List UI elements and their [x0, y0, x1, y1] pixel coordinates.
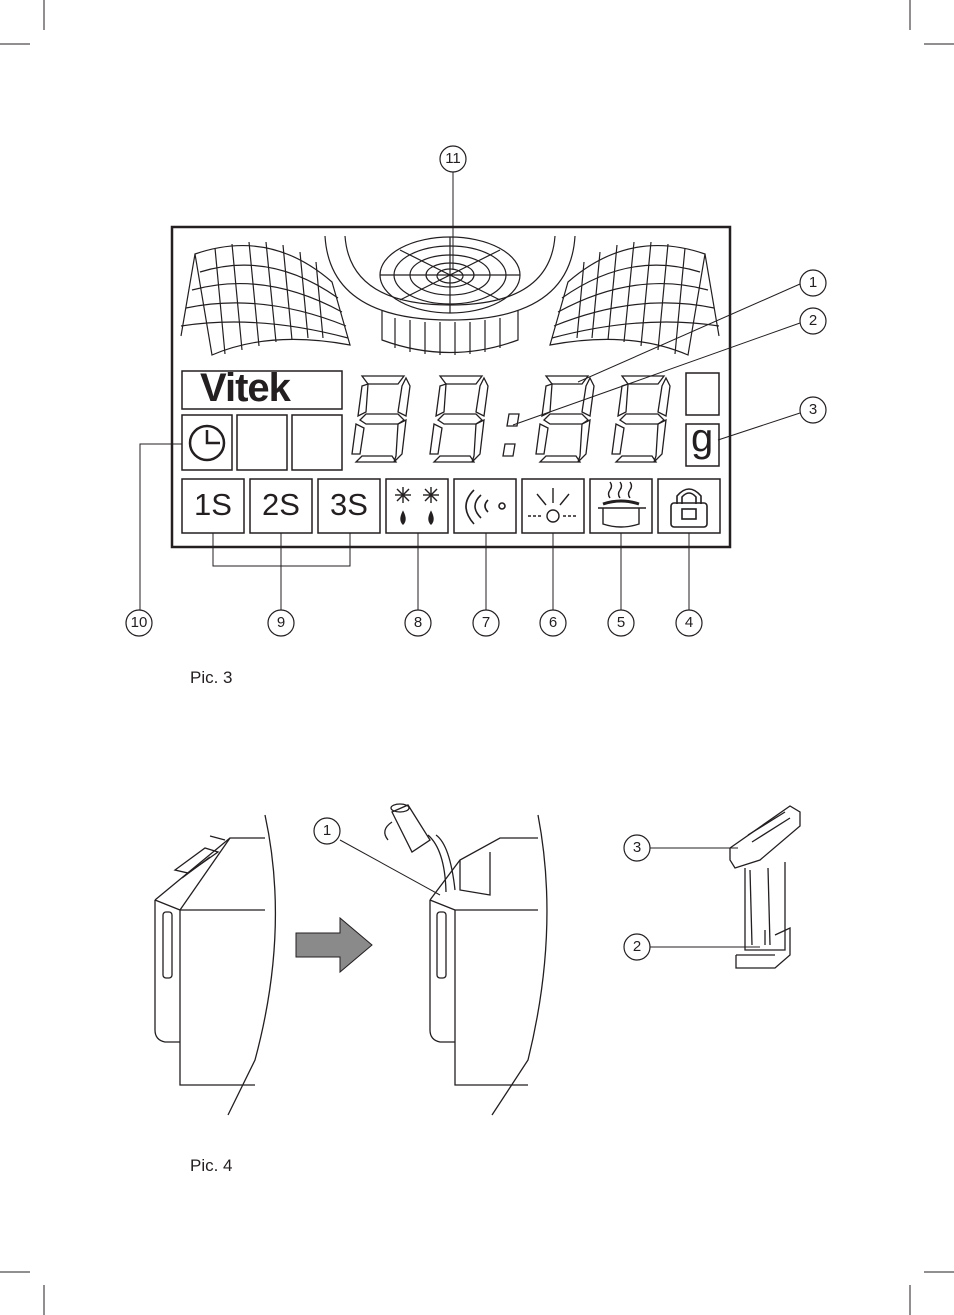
left-wing-grid — [181, 242, 350, 355]
callout-9-label: 9 — [268, 614, 294, 631]
lock-icon — [671, 489, 707, 527]
button-label-1s: 1S — [182, 487, 244, 523]
colon — [503, 414, 519, 456]
digit-1 — [352, 376, 410, 462]
steam-pot-icon — [598, 482, 646, 527]
callout-5-label: 5 — [608, 614, 634, 631]
center-bowl — [325, 236, 575, 355]
light-icon — [528, 488, 578, 522]
callout-8-label: 8 — [405, 614, 431, 631]
callout-7-label: 7 — [473, 614, 499, 631]
pic4-callout-3-label: 3 — [624, 839, 650, 856]
callout-4-label: 4 — [676, 614, 702, 631]
jug-icon — [385, 804, 430, 852]
pic4-caption: Pic. 4 — [190, 1156, 233, 1176]
machine-right — [428, 815, 547, 1115]
defrost-box — [386, 479, 448, 533]
lock-box — [658, 479, 720, 533]
water-tank-part — [730, 806, 800, 968]
callout-10-label: 10 — [126, 614, 152, 631]
right-wing-grid — [550, 242, 719, 355]
callout-11-label: 11 — [440, 150, 466, 167]
pic4-callout-1-label: 1 — [314, 822, 340, 839]
arrow-icon — [296, 918, 372, 972]
snowflake-drop-icon — [395, 487, 439, 524]
pic4-callout-2-label: 2 — [624, 938, 650, 955]
pic3-caption: Pic. 3 — [190, 668, 233, 688]
machine-left — [155, 815, 275, 1115]
blank-box-1 — [237, 415, 287, 470]
digit-2 — [430, 376, 488, 462]
small-box — [686, 373, 719, 415]
pic4-leader-lines — [340, 840, 760, 947]
clock-icon — [190, 426, 224, 460]
callout-1-label: 1 — [800, 274, 826, 291]
blank-box-2 — [292, 415, 342, 470]
button-label-3s: 3S — [318, 487, 380, 523]
digit-4 — [612, 376, 670, 462]
callout-2-label: 2 — [800, 312, 826, 329]
button-label-2s: 2S — [250, 487, 312, 523]
callout-6-label: 6 — [540, 614, 566, 631]
light-box — [522, 479, 584, 533]
sound-wave-icon — [466, 490, 505, 524]
digit-3 — [536, 376, 594, 462]
callout-3-label: 3 — [800, 401, 826, 418]
brand-label: Vitek — [200, 366, 290, 411]
gram-label: g — [691, 416, 713, 461]
